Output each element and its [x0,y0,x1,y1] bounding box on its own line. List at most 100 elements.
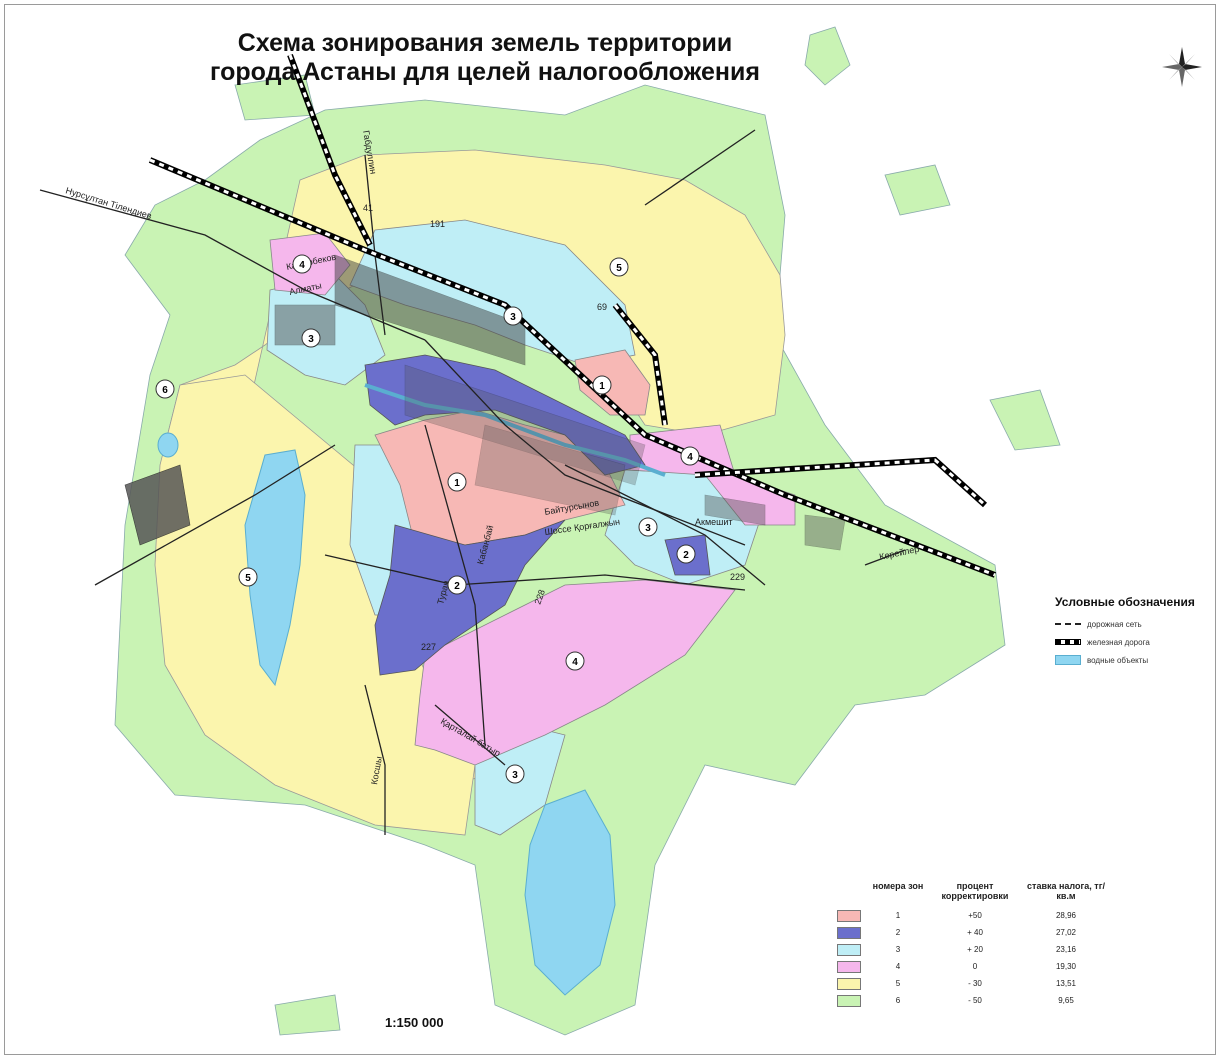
river [364,383,666,477]
road-symbol-icon [1055,623,1081,625]
svg-text:4: 4 [687,452,693,463]
map-title: Схема зонирования земель территории горо… [155,29,815,87]
zone-6-island-ne [804,26,851,86]
zone-2-polygon-center [374,519,566,676]
map-frame: Нурсұлтан Тілендиев Кайырбеков Алматы Ба… [4,4,1216,1055]
svg-text:6: 6 [162,385,168,396]
street-label-kosshy: Косшы [369,756,384,786]
header-percent: процент корректировки [941,881,1009,901]
zone-swatch [837,994,861,1007]
svg-text:3: 3 [512,770,518,781]
zone-cell: 4 [895,962,901,971]
rate-cell: 23,16 [1055,945,1077,954]
rate-cell: 28,96 [1055,911,1077,920]
street-label-nurzhol: Нурсұлтан Тілендиев [64,185,153,221]
zone-swatch [837,960,861,973]
zone-cell: 2 [895,928,901,937]
road-number-229: 229 [730,572,745,582]
zone-marker: 3 [505,764,525,784]
percent-cell: + 20 [967,945,983,954]
zone-marker: 5 [238,567,258,587]
zone-table-header: номера зон процент корректировки ставка … [837,881,1177,901]
svg-text:5: 5 [616,263,622,274]
rate-cell: 13,51 [1055,979,1077,988]
road-number-69: 69 [597,302,607,312]
zone-marker: 4 [565,651,585,671]
zone-6-island-nw [884,164,951,216]
zone-marker: 2 [676,544,696,564]
zone-swatch [837,926,861,939]
road-number-191: 191 [430,219,445,229]
header-rate: ставка налога, тг/кв.м [1027,881,1105,901]
legend-row-road: дорожная сеть [1055,615,1215,633]
zone-5-polygon-west [154,374,476,836]
percent-cell: 0 [972,962,978,971]
zone-marker: 1 [447,472,467,492]
zone-1-polygon-north [574,349,651,416]
zoning-map: Нурсұлтан Тілендиев Кайырбеков Алматы Ба… [39,26,1061,1036]
street-label-akmeshit: Акмешит [695,517,733,527]
svg-text:5: 5 [245,573,251,584]
table-row: 2 + 40 27,02 [837,924,1177,941]
percent-cell: + 40 [967,928,983,937]
zone-marker: 6 [155,379,175,399]
table-row: 5 - 30 13,51 [837,975,1177,992]
compass-rose-icon [1162,47,1202,87]
zone-swatch [837,909,861,922]
svg-text:1: 1 [599,381,605,392]
zone-marker: 3 [638,517,658,537]
svg-text:3: 3 [308,334,314,345]
rate-cell: 19,30 [1055,962,1077,971]
water-bodies [157,383,666,996]
table-row: 1 +50 28,96 [837,907,1177,924]
road-number-227: 227 [421,642,436,652]
zone-marker: 3 [503,306,523,326]
street-texture [124,254,846,551]
scale-label: 1:150 000 [385,1015,444,1030]
zone-marker: 4 [680,446,700,466]
railway [148,53,997,578]
table-row: 4 0 19,30 [837,958,1177,975]
percent-cell: +50 [968,911,982,920]
road-number-228: 228 [532,588,547,606]
zone-cell: 6 [895,996,901,1005]
svg-text:2: 2 [454,581,460,592]
legend-label-road: дорожная сеть [1087,619,1142,629]
zone-cell: 5 [895,979,901,988]
svg-text:4: 4 [572,657,578,668]
legend-label-rail: железная дорога [1087,637,1150,647]
road-number-41: 41 [363,203,373,213]
rate-cell: 9,65 [1058,996,1074,1005]
svg-text:3: 3 [510,312,516,323]
zone-markers: 1 1 2 2 3 3 3 3 4 4 4 5 5 6 [155,254,700,784]
header-zone: номера зон [872,881,924,891]
table-row: 3 + 20 23,16 [837,941,1177,958]
zone-rate-table: номера зон процент корректировки ставка … [837,881,1177,1009]
water-symbol-icon [1055,655,1081,665]
zone-swatch [837,943,861,956]
zone-2-polygon-north [364,354,646,476]
svg-text:1: 1 [454,478,460,489]
zone-cell: 1 [895,911,901,920]
railway-symbol-icon [1055,639,1081,645]
legend-row-rail: железная дорога [1055,633,1215,651]
lake-south [524,789,616,996]
svg-text:2: 2 [683,550,689,561]
title-line-1: Схема зонирования земель территории [237,29,733,57]
svg-text:4: 4 [299,260,305,271]
svg-text:3: 3 [645,523,651,534]
percent-cell: - 30 [968,979,982,988]
road-network [39,129,906,835]
zone-4-polygon-south [414,579,736,766]
legend-label-water: водные объекты [1087,655,1149,665]
title-line-2: города Астаны для целей налогообложения [210,58,760,86]
legend-row-water: водные объекты [1055,651,1215,669]
zone-swatch [837,977,861,990]
table-row: 6 - 50 9,65 [837,992,1177,1009]
zone-6-island-s [274,994,341,1036]
conventions-legend: Условные обозначения дорожная сеть желез… [1055,595,1215,669]
conventions-heading: Условные обозначения [1055,595,1195,609]
zone-marker: 4 [292,254,312,274]
lake-west [244,449,306,687]
zone-marker: 1 [592,375,612,395]
